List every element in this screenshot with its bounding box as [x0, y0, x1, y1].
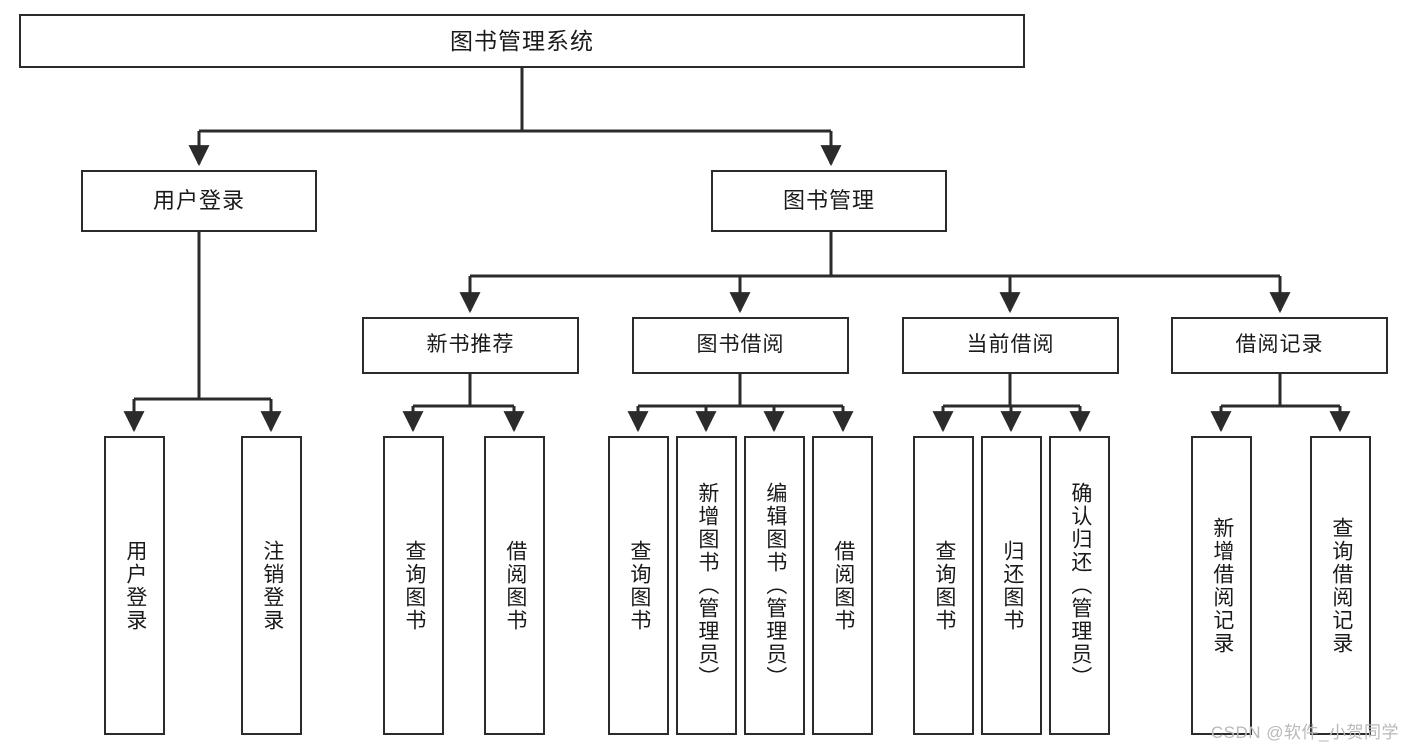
node-label: 归还图书 [1000, 539, 1024, 632]
node-label: 查询图书 [627, 539, 651, 632]
leaf-borrow-edit-book-admin[interactable]: 编辑图书（管理员） [744, 436, 805, 735]
node-label: 注销登录 [260, 539, 284, 632]
leaf-borrow-borrow-book[interactable]: 借阅图书 [812, 436, 873, 735]
node-current-borrow[interactable]: 当前借阅 [902, 317, 1119, 374]
node-label: 当前借阅 [966, 333, 1055, 357]
node-root-system[interactable]: 图书管理系统 [19, 14, 1025, 68]
node-label: 编辑图书（管理员） [763, 482, 787, 689]
node-label: 借阅记录 [1235, 333, 1324, 357]
node-label: 图书借阅 [696, 333, 785, 357]
leaf-borrow-query-book[interactable]: 查询图书 [608, 436, 669, 735]
node-label: 图书管理 [782, 188, 875, 214]
node-label: 图书管理系统 [450, 27, 594, 54]
leaf-user-login-login[interactable]: 用户登录 [104, 436, 165, 735]
leaf-recommend-query-book[interactable]: 查询图书 [383, 436, 444, 735]
node-label: 查询借阅记录 [1329, 516, 1353, 655]
leaf-user-login-logout[interactable]: 注销登录 [241, 436, 302, 735]
node-new-book-recommend[interactable]: 新书推荐 [362, 317, 579, 374]
leaf-record-query-record[interactable]: 查询借阅记录 [1310, 436, 1371, 735]
leaf-recommend-borrow-book[interactable]: 借阅图书 [484, 436, 545, 735]
csdn-watermark: CSDN @软件_小贺同学 [1210, 723, 1399, 742]
node-label: 借阅图书 [503, 539, 527, 632]
node-label: 新增借阅记录 [1210, 516, 1234, 655]
node-book-management[interactable]: 图书管理 [711, 170, 947, 232]
node-user-login[interactable]: 用户登录 [81, 170, 317, 232]
leaf-current-return-book[interactable]: 归还图书 [981, 436, 1042, 735]
node-label: 借阅图书 [831, 539, 855, 632]
node-label: 用户登录 [152, 188, 245, 214]
node-label: 新书推荐 [426, 333, 515, 357]
leaf-current-confirm-return-admin[interactable]: 确认归还（管理员） [1049, 436, 1110, 735]
node-label: 用户登录 [123, 539, 147, 632]
node-label: 查询图书 [932, 539, 956, 632]
node-label: 查询图书 [402, 539, 426, 632]
node-label: 新增图书（管理员） [695, 482, 719, 689]
node-label: 确认归还（管理员） [1068, 482, 1092, 689]
leaf-record-add-record[interactable]: 新增借阅记录 [1191, 436, 1252, 735]
node-book-borrow[interactable]: 图书借阅 [632, 317, 849, 374]
node-borrow-record[interactable]: 借阅记录 [1171, 317, 1388, 374]
leaf-current-query-book[interactable]: 查询图书 [913, 436, 974, 735]
leaf-borrow-add-book-admin[interactable]: 新增图书（管理员） [676, 436, 737, 735]
